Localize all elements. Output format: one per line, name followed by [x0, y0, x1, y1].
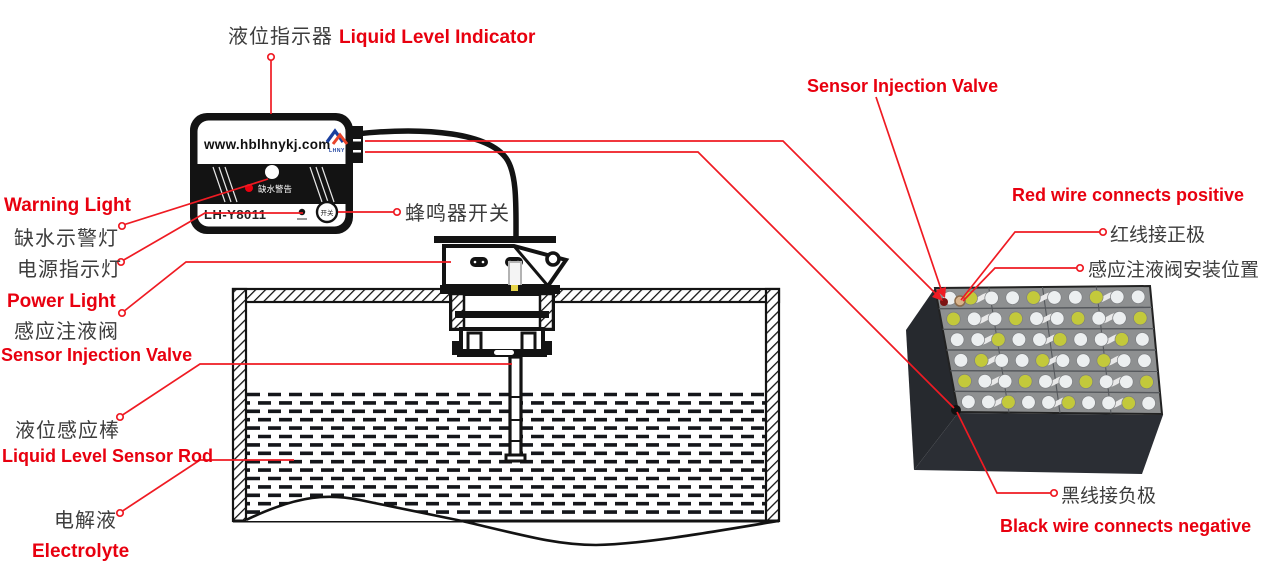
- label-warning-cn: 缺水示警灯: [14, 227, 119, 250]
- label-valve-position-cn: 感应注液阀安装位置: [1088, 259, 1259, 281]
- device-model: LH-Y8011: [204, 207, 267, 222]
- labels: 液位指示器 Liquid Level Indicator Warning Lig…: [1, 25, 1259, 562]
- leader-dot: [1075, 263, 1085, 273]
- label-sensor-injection-valve-left: Sensor Injection Valve: [1, 345, 192, 365]
- label-electrolyte-en: Electrolyte: [32, 541, 129, 562]
- label-warning-en: Warning Light: [4, 195, 132, 216]
- device-cable: [355, 128, 519, 238]
- battery-pack: [906, 284, 1164, 474]
- device-connector-slot: [352, 139, 361, 142]
- label-indicator-en: Liquid Level Indicator: [339, 27, 536, 48]
- valve-head-knob: [545, 251, 561, 267]
- liquid-level-indicator-device: 缺水警告 www.hblhnykj.com LHNY LH-Y8011 开关: [190, 113, 363, 234]
- sensor-injection-valve: [434, 236, 570, 359]
- battery-left-face: [906, 288, 958, 470]
- label-black-wire-cn: 黑线接负极: [1061, 485, 1156, 507]
- leader-dot: [1098, 227, 1108, 237]
- device-warning-text: 缺水警告: [258, 184, 292, 194]
- leader-valve-position: [962, 267, 1078, 302]
- arrowhead-icon: [936, 287, 946, 298]
- leader-dot: [117, 221, 127, 231]
- leader-dot: [115, 412, 125, 422]
- label-electrolyte-cn: 电解液: [54, 509, 117, 532]
- valve-bottom-slot: [494, 350, 514, 355]
- device-band-stripes: [212, 166, 335, 203]
- label-buzzer-cn: 蜂鸣器开关: [405, 202, 510, 225]
- leader-sensor-rod: [120, 363, 512, 417]
- label-rod-cn: 液位感应棒: [15, 419, 120, 442]
- leader-warning-light: [122, 178, 269, 226]
- leader-dot: [1049, 488, 1059, 498]
- battery-cells: [938, 286, 1161, 414]
- valve-head-crease: [512, 245, 550, 287]
- leader-lines: [115, 52, 1108, 518]
- label-sensor-injection-valve-right: Sensor Injection Valve: [807, 76, 998, 96]
- valve-top-bar: [434, 236, 556, 243]
- valve-foot-right: [543, 341, 552, 355]
- wave-hump-mask: [246, 496, 462, 521]
- buzzer-switch-button: [315, 200, 339, 224]
- liquid-wave-line: [245, 495, 779, 547]
- label-red-wire-en: Red wire connects positive: [1012, 185, 1244, 205]
- valve-eye-dot: [473, 260, 477, 264]
- leader-dot: [117, 308, 127, 318]
- valve-yellow-mark: [511, 285, 518, 291]
- valve-flange: [440, 285, 560, 294]
- label-power-cn: 电源指示灯: [17, 258, 122, 281]
- switch-text: 开关: [321, 208, 335, 217]
- valve-shell-bar: [455, 311, 549, 318]
- valve-head: [442, 244, 570, 288]
- electrolyte-tank: [231, 287, 781, 523]
- arrowhead-icon: [932, 290, 943, 301]
- tank-right-wall: [764, 287, 781, 523]
- leader-injection-valve-left: [122, 261, 451, 313]
- valve-eye-left: [470, 257, 488, 267]
- electrolyte-liquid: [247, 392, 765, 514]
- warning-light: [265, 165, 279, 179]
- leader-injection-valve-right: [875, 96, 944, 296]
- battery-front-face: [914, 413, 1163, 474]
- wire-red-to-positive: [365, 140, 942, 300]
- label-power-en: Power Light: [7, 291, 116, 312]
- brand-logo-icon: LHNY: [325, 128, 349, 154]
- leader-red-wire: [960, 231, 1101, 301]
- device-connector-slot: [352, 150, 361, 153]
- label-black-wire-en: Black wire connects negative: [1000, 516, 1251, 536]
- power-indicator-dot: [298, 208, 306, 216]
- valve-foot-left: [452, 341, 461, 355]
- valve-eye-dot: [481, 260, 485, 264]
- wire-black-to-negative: [365, 151, 955, 409]
- logo-text: LHNY: [329, 148, 345, 154]
- power-indicator-caption-mark: [297, 218, 307, 220]
- tank-left-wall: [231, 287, 248, 523]
- label-rod-en: Liquid Level Sensor Rod: [2, 446, 213, 466]
- leader-dot: [392, 207, 402, 217]
- label-valve-cn: 感应注液阀: [14, 320, 119, 343]
- liquid-level-sensor-rod: [504, 355, 527, 463]
- leader-dot: [115, 508, 125, 518]
- label-indicator-cn: 液位指示器: [228, 25, 333, 48]
- sensor-rod-tip: [504, 453, 527, 463]
- leader-electrolyte: [120, 459, 294, 513]
- leader-black-wire: [956, 411, 1052, 494]
- device-website: www.hblhnykj.com: [203, 137, 331, 152]
- label-red-wire-cn: 红线接正极: [1110, 224, 1205, 246]
- leader-dot: [266, 52, 276, 62]
- leader-power-light: [121, 212, 303, 262]
- leader-dot: [116, 257, 126, 267]
